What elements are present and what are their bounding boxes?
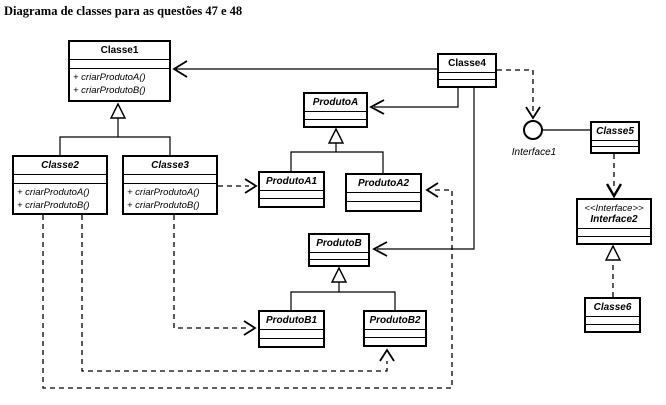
attributes-compartment	[592, 140, 638, 146]
generalization-produtoB1-produtoB2-to-produtoB	[290, 266, 396, 310]
attributes-compartment	[310, 252, 368, 259]
methods-compartment	[592, 146, 638, 152]
methods-compartment	[578, 235, 650, 244]
attributes-compartment	[14, 174, 106, 183]
methods-compartment	[586, 323, 639, 332]
dependency-classe3-to-produtoB1	[173, 215, 257, 336]
generalization-classe2-classe3-to-classe1	[59, 102, 171, 155]
class-name: Classe1	[100, 45, 139, 56]
class-name: Classe2	[41, 160, 79, 171]
dependency-classe5-to-interface2	[605, 154, 623, 199]
dependency-classe4-to-interface1	[497, 69, 541, 120]
interface1-lollipop	[523, 120, 590, 140]
class-box-produtoA2: ProdutoA2	[345, 173, 422, 212]
methods-compartment	[310, 258, 368, 266]
class-box-produtoB1: ProdutoB1	[258, 310, 325, 348]
interface1-label: Interface1	[511, 147, 557, 158]
class-box-classe2: Classe2 + criarProdutoA() + criarProduto…	[12, 155, 108, 215]
class-name: Classe5	[596, 126, 634, 137]
methods-compartment	[347, 201, 420, 210]
method: + criarProdutoB()	[127, 200, 200, 211]
methods-compartment	[260, 198, 323, 206]
class-box-interface2: <<Interface>> Interface2	[576, 198, 652, 245]
attributes-compartment	[260, 190, 323, 198]
class-name: ProdutoA1	[265, 176, 318, 187]
method: + criarProdutoA()	[17, 187, 90, 198]
class-name: ProdutoB2	[369, 315, 421, 326]
attributes-compartment	[124, 174, 216, 183]
diagram-title: Diagrama de classes para as questões 47 …	[4, 4, 243, 18]
dependency-classe2-to-produtoB2	[81, 215, 395, 372]
methods-compartment	[260, 337, 323, 347]
realization-classe6-to-interface2	[604, 244, 622, 297]
class-box-classe3: Classe3 + criarProdutoA() + criarProduto…	[122, 155, 218, 215]
methods-compartment: + criarProdutoA() + criarProdutoB()	[14, 183, 106, 214]
class-box-produtoB2: ProdutoB2	[363, 310, 427, 347]
class-name: Classe6	[593, 302, 632, 313]
interface-name: Interface2	[590, 214, 638, 225]
attributes-compartment	[365, 329, 425, 337]
association-classe4-to-classe1	[172, 60, 437, 78]
method: + criarProdutoB()	[17, 200, 90, 211]
association-classe4-to-produtoB	[372, 88, 475, 257]
attributes-compartment	[260, 329, 323, 338]
methods-compartment	[365, 337, 425, 345]
class-name: Classe3	[151, 160, 189, 171]
methods-compartment	[305, 118, 366, 127]
attributes-compartment	[347, 192, 420, 201]
methods-compartment: + criarProdutoA() + criarProdutoB()	[124, 183, 216, 214]
class-box-produtoA1: ProdutoA1	[258, 171, 325, 208]
stereotype-label: <<Interface>>	[584, 203, 644, 214]
class-box-produtoB: ProdutoB	[308, 233, 370, 267]
class-name: ProdutoA2	[357, 178, 410, 189]
class-box-classe4: Classe4	[437, 53, 497, 88]
class-name: ProdutoA	[312, 97, 359, 108]
class-name: Classe4	[448, 58, 486, 69]
attributes-compartment	[578, 228, 650, 236]
method: + criarProdutoA()	[127, 187, 200, 198]
generalization-produtoA1-produtoA2-to-produtoA	[290, 127, 384, 173]
method: + criarProdutoA()	[73, 72, 146, 83]
association-classe4-to-produtoA	[369, 88, 459, 115]
class-box-produtoA: ProdutoA	[303, 92, 368, 128]
attributes-compartment	[305, 111, 366, 119]
class-box-classe6: Classe6	[584, 297, 641, 333]
class-name: ProdutoB	[316, 238, 362, 249]
dependency-classe3-to-produtoA1	[218, 178, 258, 194]
method: + criarProdutoB()	[73, 85, 146, 96]
attributes-compartment	[70, 59, 169, 68]
class-name: <<Interface>> Interface2	[578, 200, 650, 228]
attributes-compartment	[586, 316, 639, 324]
methods-compartment: + criarProdutoA() + criarProdutoB()	[70, 68, 169, 100]
class-box-classe5: Classe5	[590, 121, 640, 154]
class-box-classe1: Classe1 + criarProdutoA() + criarProduto…	[68, 40, 171, 102]
methods-compartment	[439, 79, 495, 86]
dependency-classe2-to-produtoA2	[42, 182, 453, 389]
class-name: ProdutoB1	[265, 315, 318, 326]
attributes-compartment	[439, 72, 495, 79]
